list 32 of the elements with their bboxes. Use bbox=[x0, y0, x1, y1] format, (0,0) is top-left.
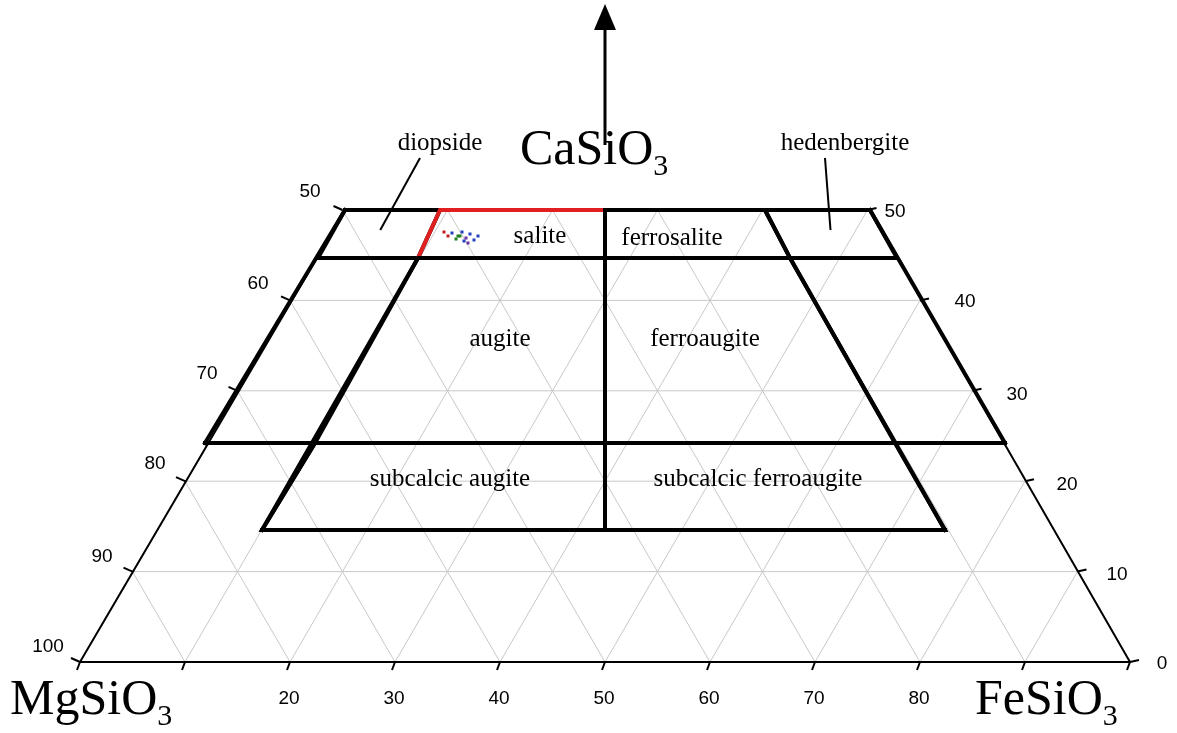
tick-label: 30 bbox=[1006, 383, 1028, 403]
tick-label: 0 bbox=[1156, 652, 1168, 672]
tick-label: 30 bbox=[383, 687, 405, 707]
tick-label: 40 bbox=[954, 290, 976, 310]
field-label: subcalcic augite bbox=[369, 464, 531, 490]
field-label: ferrosalite bbox=[621, 223, 723, 249]
leader-line bbox=[824, 157, 832, 231]
field-label: augite bbox=[469, 324, 531, 350]
tick-label: 50 bbox=[299, 180, 321, 200]
tick-label: 80 bbox=[144, 452, 166, 472]
axis-title: CaSiO$_{3}$ bbox=[520, 122, 669, 180]
tick-label: 50 bbox=[884, 200, 906, 220]
axis-title: MgSiO$_{3}$ bbox=[10, 672, 173, 730]
tick-label: 60 bbox=[247, 272, 269, 292]
field-label: subcalcic ferroaugite bbox=[653, 464, 863, 490]
tick-label: 80 bbox=[908, 687, 930, 707]
tick-label: 20 bbox=[1056, 473, 1078, 493]
tick-label: 90 bbox=[91, 545, 113, 565]
tick-label: 50 bbox=[593, 687, 615, 707]
tick-label: 40 bbox=[488, 687, 510, 707]
axis-title: FeSiO$_{3}$ bbox=[975, 672, 1118, 730]
leader-label: diopside bbox=[397, 128, 483, 154]
tick-label: 60 bbox=[698, 687, 720, 707]
leader-label: hedenbergite bbox=[780, 128, 910, 154]
field-label: ferroaugite bbox=[650, 324, 760, 350]
leader-line bbox=[379, 157, 421, 231]
field-label: salite bbox=[513, 221, 567, 247]
tick-label: 100 bbox=[32, 635, 64, 655]
tick-label: 20 bbox=[278, 687, 300, 707]
tick-label: 70 bbox=[196, 362, 218, 382]
tick-label: 70 bbox=[803, 687, 825, 707]
tick-label: 10 bbox=[1106, 563, 1128, 583]
